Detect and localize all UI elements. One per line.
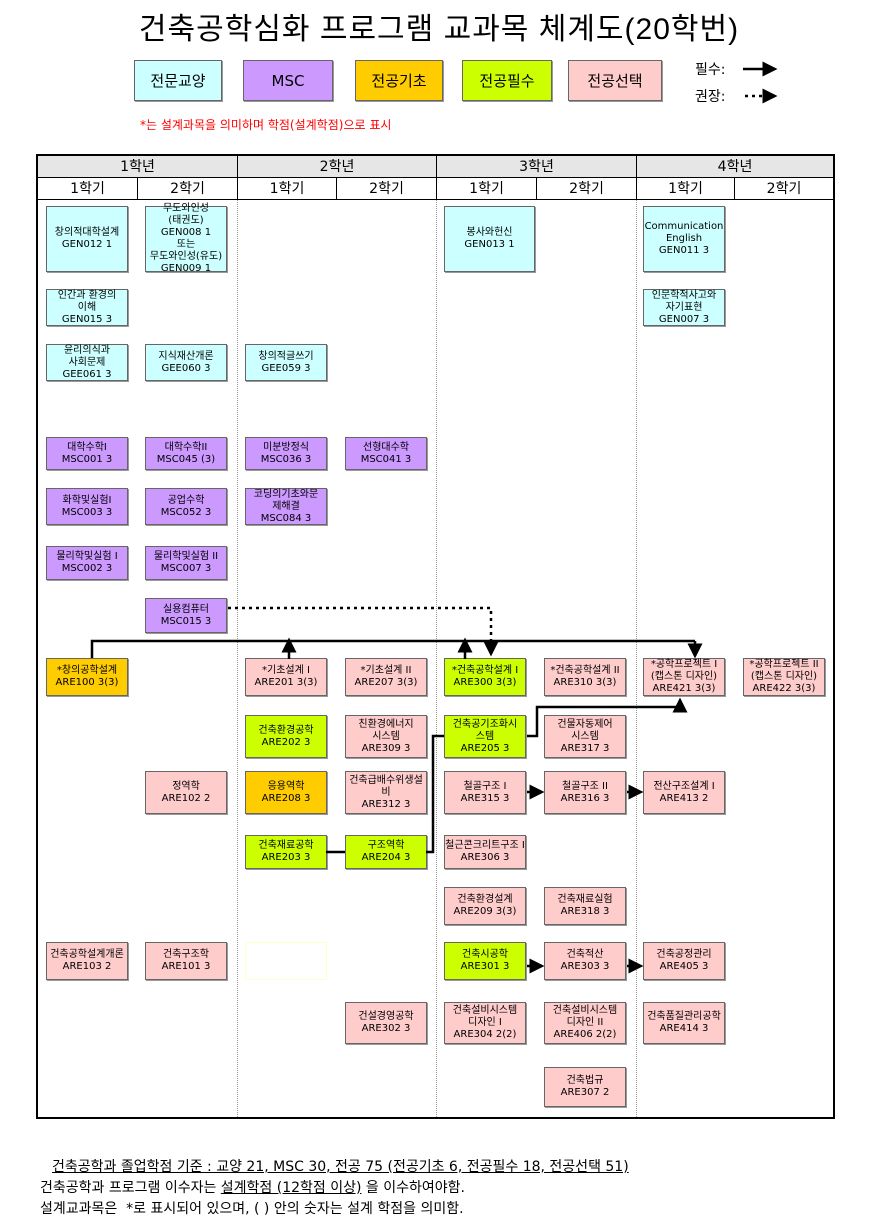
course-box[interactable]: *건축공학설계 I ARE300 3(3) <box>444 658 526 696</box>
course-box[interactable]: 건축재료공학 ARE203 3 <box>245 835 327 869</box>
course-box[interactable]: 건축설비시스템 디자인 I ARE304 2(2) <box>444 1002 526 1044</box>
course-box[interactable]: 창의적글쓰기 GEE059 3 <box>245 344 327 381</box>
course-box[interactable]: *공학프로젝트 I (캡스톤 디자인) ARE421 3(3) <box>643 658 725 696</box>
course-box[interactable]: 공업수학 MSC052 3 <box>145 488 227 525</box>
course-box[interactable]: 철근콘크리트구조 I ARE306 3 <box>444 835 526 869</box>
course-box[interactable]: 전산구조설계 I ARE413 2 <box>643 771 725 814</box>
course-box[interactable]: *건축공학설계 II ARE310 3(3) <box>544 658 626 696</box>
course-box[interactable]: 화학및실험I MSC003 3 <box>46 488 128 525</box>
course-box[interactable]: 인간과 환경의 이해 GEN015 3 <box>46 289 128 326</box>
course-box[interactable]: *창의공학설계 ARE100 3(3) <box>46 658 128 696</box>
course-box[interactable]: *기초설계 II ARE207 3(3) <box>345 658 427 696</box>
course-box[interactable]: 건축적산 ARE303 3 <box>544 942 626 980</box>
legend-gen: 전문교양 <box>134 60 222 101</box>
course-box[interactable]: Communication English GEN011 3 <box>643 206 725 272</box>
course-box[interactable]: 코딩의기초와문 제해결 MSC084 3 <box>245 488 327 525</box>
course-box[interactable]: 물리학및실험 I MSC002 3 <box>46 546 128 580</box>
course-box[interactable]: 실용컴퓨터 MSC015 3 <box>145 598 227 633</box>
legend-recommended: 권장: <box>695 89 726 105</box>
course-box[interactable]: 윤리의식과 사회문제 GEE061 3 <box>46 344 128 381</box>
semester: 2학기 <box>138 178 238 200</box>
course-box[interactable]: 봉사와헌신 GEN013 1 <box>444 206 535 272</box>
course-box[interactable]: *기초설계 I ARE201 3(3) <box>245 658 327 696</box>
design-note: *는 설계과목을 의미하며 학점(설계학점)으로 표시 <box>140 118 392 132</box>
course-box[interactable]: 물리학및실험 II MSC007 3 <box>145 546 227 580</box>
legend-required: 필수: <box>695 62 726 78</box>
year-2: 2학년 <box>238 156 437 178</box>
course-box[interactable]: 건축환경공학 ARE202 3 <box>245 715 327 758</box>
course-box[interactable]: 건축구조학 ARE101 3 <box>145 942 227 980</box>
legend-fnd: 전공기초 <box>355 60 443 101</box>
course-box[interactable]: 선형대수학 MSC041 3 <box>345 437 427 470</box>
course-box[interactable]: 건축환경설계 ARE209 3(3) <box>444 887 526 925</box>
curriculum-grid: 1학년 2학년 3학년 4학년 1학기 2학기 1학기 2학기 1학기 2학기 … <box>36 154 835 1119</box>
legend-sel: 전공선택 <box>568 60 662 101</box>
legend-msc: MSC <box>243 60 333 101</box>
course-box[interactable]: 인문학적사고와 자기표현 GEN007 3 <box>643 289 725 326</box>
page-title: 건축공학심화 프로그램 교과목 체계도(20학번) <box>138 13 740 46</box>
course-box[interactable]: 창의적대학설계 GEN012 1 <box>46 206 128 272</box>
course-box[interactable]: 지식재산개론 GEE060 3 <box>145 344 227 381</box>
semester: 1학기 <box>38 178 138 200</box>
year-4: 4학년 <box>637 156 833 178</box>
year-1: 1학년 <box>38 156 238 178</box>
semester: 1학기 <box>238 178 337 200</box>
footer-underlined: 설계학점 (12학점 이상) <box>220 1180 362 1196</box>
course-box[interactable]: 철골구조 I ARE315 3 <box>444 771 526 814</box>
semester: 2학기 <box>735 178 833 200</box>
course-box[interactable]: 건축설비시스템 디자인 II ARE406 2(2) <box>544 1002 626 1044</box>
course-box[interactable]: 대학수학II MSC045 (3) <box>145 437 227 470</box>
course-box[interactable]: 건축공정관리 ARE405 3 <box>643 942 725 980</box>
course-box[interactable]: 건설경영공학 ARE302 3 <box>345 1002 427 1044</box>
course-box[interactable]: 응용역학 ARE208 3 <box>245 771 327 814</box>
course-box[interactable]: 대학수학I MSC001 3 <box>46 437 128 470</box>
course-box[interactable]: *공학프로젝트 II (캡스톤 디자인) ARE422 3(3) <box>743 658 825 696</box>
course-box[interactable]: 구조역학 ARE204 3 <box>345 835 427 869</box>
course-box[interactable]: 친환경에너지 시스템 ARE309 3 <box>345 715 427 758</box>
footer-text: 건축공학과 프로그램 이수자는 <box>40 1180 221 1196</box>
legend-req: 전공필수 <box>462 60 552 101</box>
empty-course-box <box>245 942 327 980</box>
course-box[interactable]: 건물자동제어 시스템 ARE317 3 <box>544 715 626 758</box>
course-box[interactable]: 건축공기조화시 스템 ARE205 3 <box>444 715 526 758</box>
semester: 1학기 <box>437 178 537 200</box>
footer-notes: 건축공학과 졸업학점 기준 : 교양 21, MSC 30, 전공 75 (전공… <box>40 1157 629 1220</box>
year-3: 3학년 <box>437 156 637 178</box>
course-box[interactable]: 건축재료실험 ARE318 3 <box>544 887 626 925</box>
divider <box>237 200 238 1117</box>
semester: 2학기 <box>337 178 437 200</box>
footer-text: 설계교과목은 *로 표시되어 있으며, ( ) 안의 숫자는 설계 학점을 의미… <box>40 1201 464 1217</box>
divider <box>436 200 437 1117</box>
course-box[interactable]: 철골구조 II ARE316 3 <box>544 771 626 814</box>
semester: 1학기 <box>637 178 735 200</box>
course-box[interactable]: 건축시공학 ARE301 3 <box>444 942 526 980</box>
course-box[interactable]: 정역학 ARE102 2 <box>145 771 227 814</box>
divider <box>636 200 637 1117</box>
graduation-credits: 건축공학과 졸업학점 기준 : 교양 21, MSC 30, 전공 75 (전공… <box>52 1159 629 1175</box>
course-box[interactable]: 무도와인성 (태권도) GEN008 1 또는 무도와인성(유도) GEN009… <box>145 203 227 274</box>
course-box[interactable]: 미분방정식 MSC036 3 <box>245 437 327 470</box>
course-box[interactable]: 건축품질관리공학 ARE414 3 <box>643 1002 725 1044</box>
semester: 2학기 <box>537 178 637 200</box>
course-box[interactable]: 건축급배수위생설 비 ARE312 3 <box>345 771 427 814</box>
footer-text: 을 이수하여야함. <box>361 1180 465 1196</box>
course-box[interactable]: 건축법규 ARE307 2 <box>544 1067 626 1107</box>
course-box[interactable]: 건축공학설계개론 ARE103 2 <box>46 942 128 980</box>
